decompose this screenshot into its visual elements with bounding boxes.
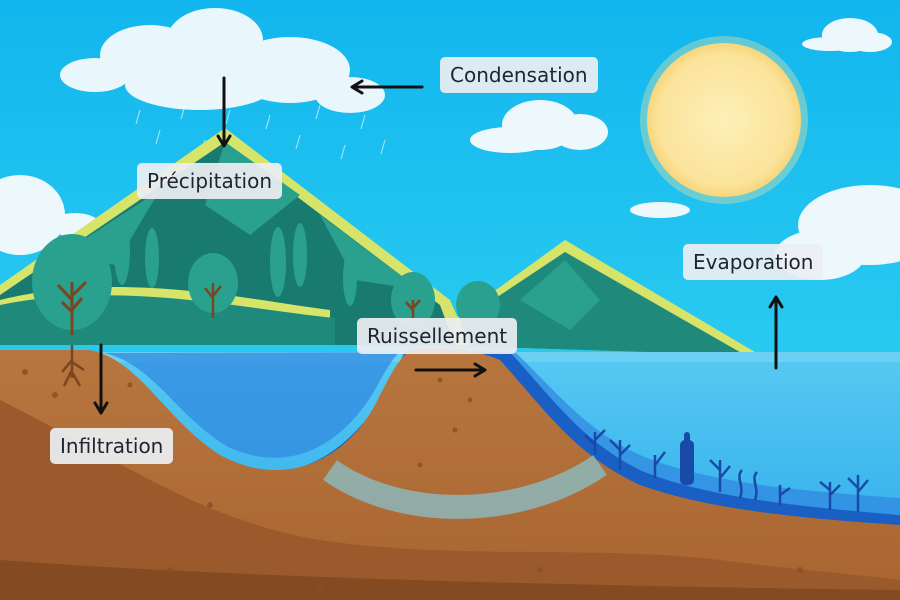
arrow-icon <box>93 343 109 415</box>
shallow-water <box>105 352 900 515</box>
label-infiltration: Infiltration <box>50 428 174 464</box>
tree-icon <box>391 272 500 329</box>
cloud-icon <box>470 100 608 153</box>
cloud-icon <box>630 185 900 280</box>
soil-bottom <box>0 560 900 600</box>
soil-pebbles <box>22 369 803 593</box>
arrow-icon <box>350 79 424 95</box>
coral-icon <box>584 429 869 512</box>
arrow-icon <box>216 76 232 148</box>
label-condensation: Condensation <box>440 57 598 93</box>
groundwater-channel <box>323 455 607 519</box>
roots-icon <box>61 345 85 387</box>
tree-icon <box>114 215 357 306</box>
cloud-icon <box>802 18 892 52</box>
arrow-icon <box>768 295 784 370</box>
label-ruissellement: Ruissellement <box>357 318 518 354</box>
tree-icon <box>188 253 238 318</box>
label-precipitation: Précipitation <box>137 163 283 199</box>
sun-icon <box>640 36 808 204</box>
arrow-icon <box>414 362 487 378</box>
coral-icon <box>680 432 694 485</box>
tree-icon <box>32 234 112 335</box>
label-evaporation: Evaporation <box>683 244 824 280</box>
soil-deep <box>0 400 900 600</box>
